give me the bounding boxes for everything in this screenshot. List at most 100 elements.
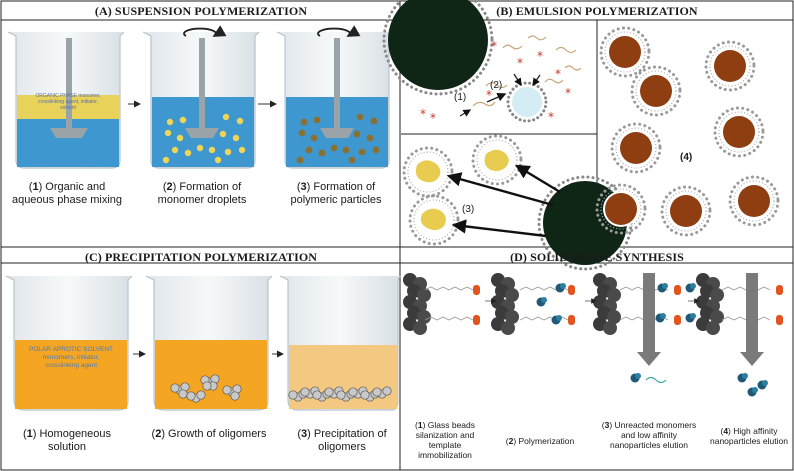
oligomer <box>288 390 298 400</box>
template <box>568 315 575 325</box>
oligomer <box>324 387 334 397</box>
oligomer <box>202 381 212 391</box>
polymer-particle <box>372 146 380 154</box>
nanoparticle-lobe <box>560 283 566 289</box>
oligomer <box>312 390 322 400</box>
caption-d4: (4) High affinity nanoparticles elution <box>710 426 788 446</box>
oligomer <box>382 386 392 396</box>
oligomer <box>222 385 232 395</box>
polymer-particle <box>313 116 321 124</box>
svg-text:*: * <box>537 49 543 63</box>
nanoparticle-lobe <box>662 283 668 289</box>
polymer-particle <box>342 146 350 154</box>
monomer-droplet <box>164 129 172 137</box>
caption-c1: (1) Homogeneous solution <box>22 428 112 453</box>
monomer-droplet <box>238 146 246 154</box>
glass-bead <box>417 310 431 324</box>
label-b4: (4) <box>680 152 693 163</box>
svg-text:*: * <box>517 56 523 70</box>
caption-c2: (2) Growth of oligomers <box>151 428 267 440</box>
beaker-a3 <box>276 25 394 169</box>
monomer-droplet <box>208 146 216 154</box>
nanoparticle-lobe <box>541 297 547 303</box>
nanoparticle-lobe <box>742 373 748 379</box>
solvent-label: POLAR APROTIC SOLVENT monomers, initiato… <box>28 346 114 369</box>
beaker-a2 <box>142 25 260 169</box>
monomer-droplet <box>224 148 232 156</box>
nanoparticle-lobe <box>690 313 696 319</box>
nanoparticle-lobe <box>556 315 562 321</box>
organic-phase-label: ORGANIC PHASE monomer, crosslinking agen… <box>35 93 101 111</box>
svg-text:*: * <box>491 39 497 53</box>
monomer-droplet <box>166 118 174 126</box>
template <box>674 315 681 325</box>
glass-bead <box>710 310 724 324</box>
monomer-droplet <box>236 117 244 125</box>
monomer-droplet <box>196 144 204 152</box>
panel-c-title: (C) PRECIPITATION POLYMERIZATION <box>84 250 318 264</box>
template <box>674 285 681 295</box>
latex-particles <box>595 26 780 237</box>
polymer-particle <box>348 156 356 164</box>
oligomer <box>196 390 206 400</box>
oligomer <box>300 387 310 397</box>
glass-bead <box>706 321 720 335</box>
caption-d3: (3) Unreacted monomers and low affinity … <box>601 420 697 450</box>
caption-d2: (2) Polymerization <box>505 436 575 446</box>
linker <box>424 286 474 291</box>
oligomer <box>360 390 370 400</box>
glass-bead-columns <box>403 273 724 335</box>
elution-arrow-high <box>740 273 764 366</box>
svg-text:*: * <box>420 107 426 121</box>
label-b2: (2) <box>490 80 503 91</box>
monomer-droplet <box>184 149 192 157</box>
nanoparticle-lobe <box>762 380 768 386</box>
monomer-droplets <box>162 113 246 164</box>
swollen-micelles <box>402 134 523 246</box>
small-micelle <box>506 81 548 123</box>
caption-d1: (1) Glass beads silanization and templat… <box>414 420 476 460</box>
caption-c3: (3) Precipitation of oligomers <box>297 428 387 453</box>
oligomer <box>186 391 196 401</box>
elution-arrow-low <box>637 273 661 366</box>
oligomer-clusters <box>170 374 392 403</box>
glass-bead <box>505 310 519 324</box>
svg-text:*: * <box>430 111 436 125</box>
glass-bead <box>603 321 617 335</box>
label-b3: (3) <box>462 204 475 215</box>
monomer-droplet <box>219 130 227 138</box>
oligomer <box>170 383 180 393</box>
nanoparticles <box>536 283 768 397</box>
monomer-droplet <box>214 156 222 164</box>
nanoparticle-lobe <box>752 387 758 393</box>
caption-a3: (3) Formation of polymeric particles <box>290 181 382 206</box>
panel-c-beakers <box>5 275 401 411</box>
panel-a-title: (A) SUSPENSION POLYMERIZATION <box>94 4 308 18</box>
polymer-particle <box>356 113 364 121</box>
svg-text:*: * <box>565 86 571 100</box>
monomer-droplet <box>179 116 187 124</box>
polymer-particle <box>298 129 306 137</box>
caption-a1: (1) Organic and aqueous phase mixing <box>11 181 123 206</box>
template <box>776 315 783 325</box>
panel-d-title: (D) SOLID-PHASE SYNTHESIS <box>510 250 684 264</box>
oligomer <box>336 390 346 400</box>
template <box>473 285 480 295</box>
label-b1: (1) <box>454 92 467 103</box>
panel-b-emulsion: ** ** ** ** * <box>382 0 780 271</box>
initiator-stars: ** ** ** ** * <box>420 39 571 125</box>
glass-bead <box>505 288 519 302</box>
monomer-droplet <box>171 146 179 154</box>
glass-bead <box>501 321 515 335</box>
glass-bead <box>417 288 431 302</box>
oligomer <box>372 387 382 397</box>
templates <box>473 285 783 325</box>
polymer-particle <box>300 118 308 126</box>
template <box>568 285 575 295</box>
nanoparticle-lobe <box>635 373 641 379</box>
polymer-particle <box>370 117 378 125</box>
oligomer <box>178 389 188 399</box>
nanoparticle-lobe <box>660 313 666 319</box>
polymer-particle <box>305 146 313 154</box>
